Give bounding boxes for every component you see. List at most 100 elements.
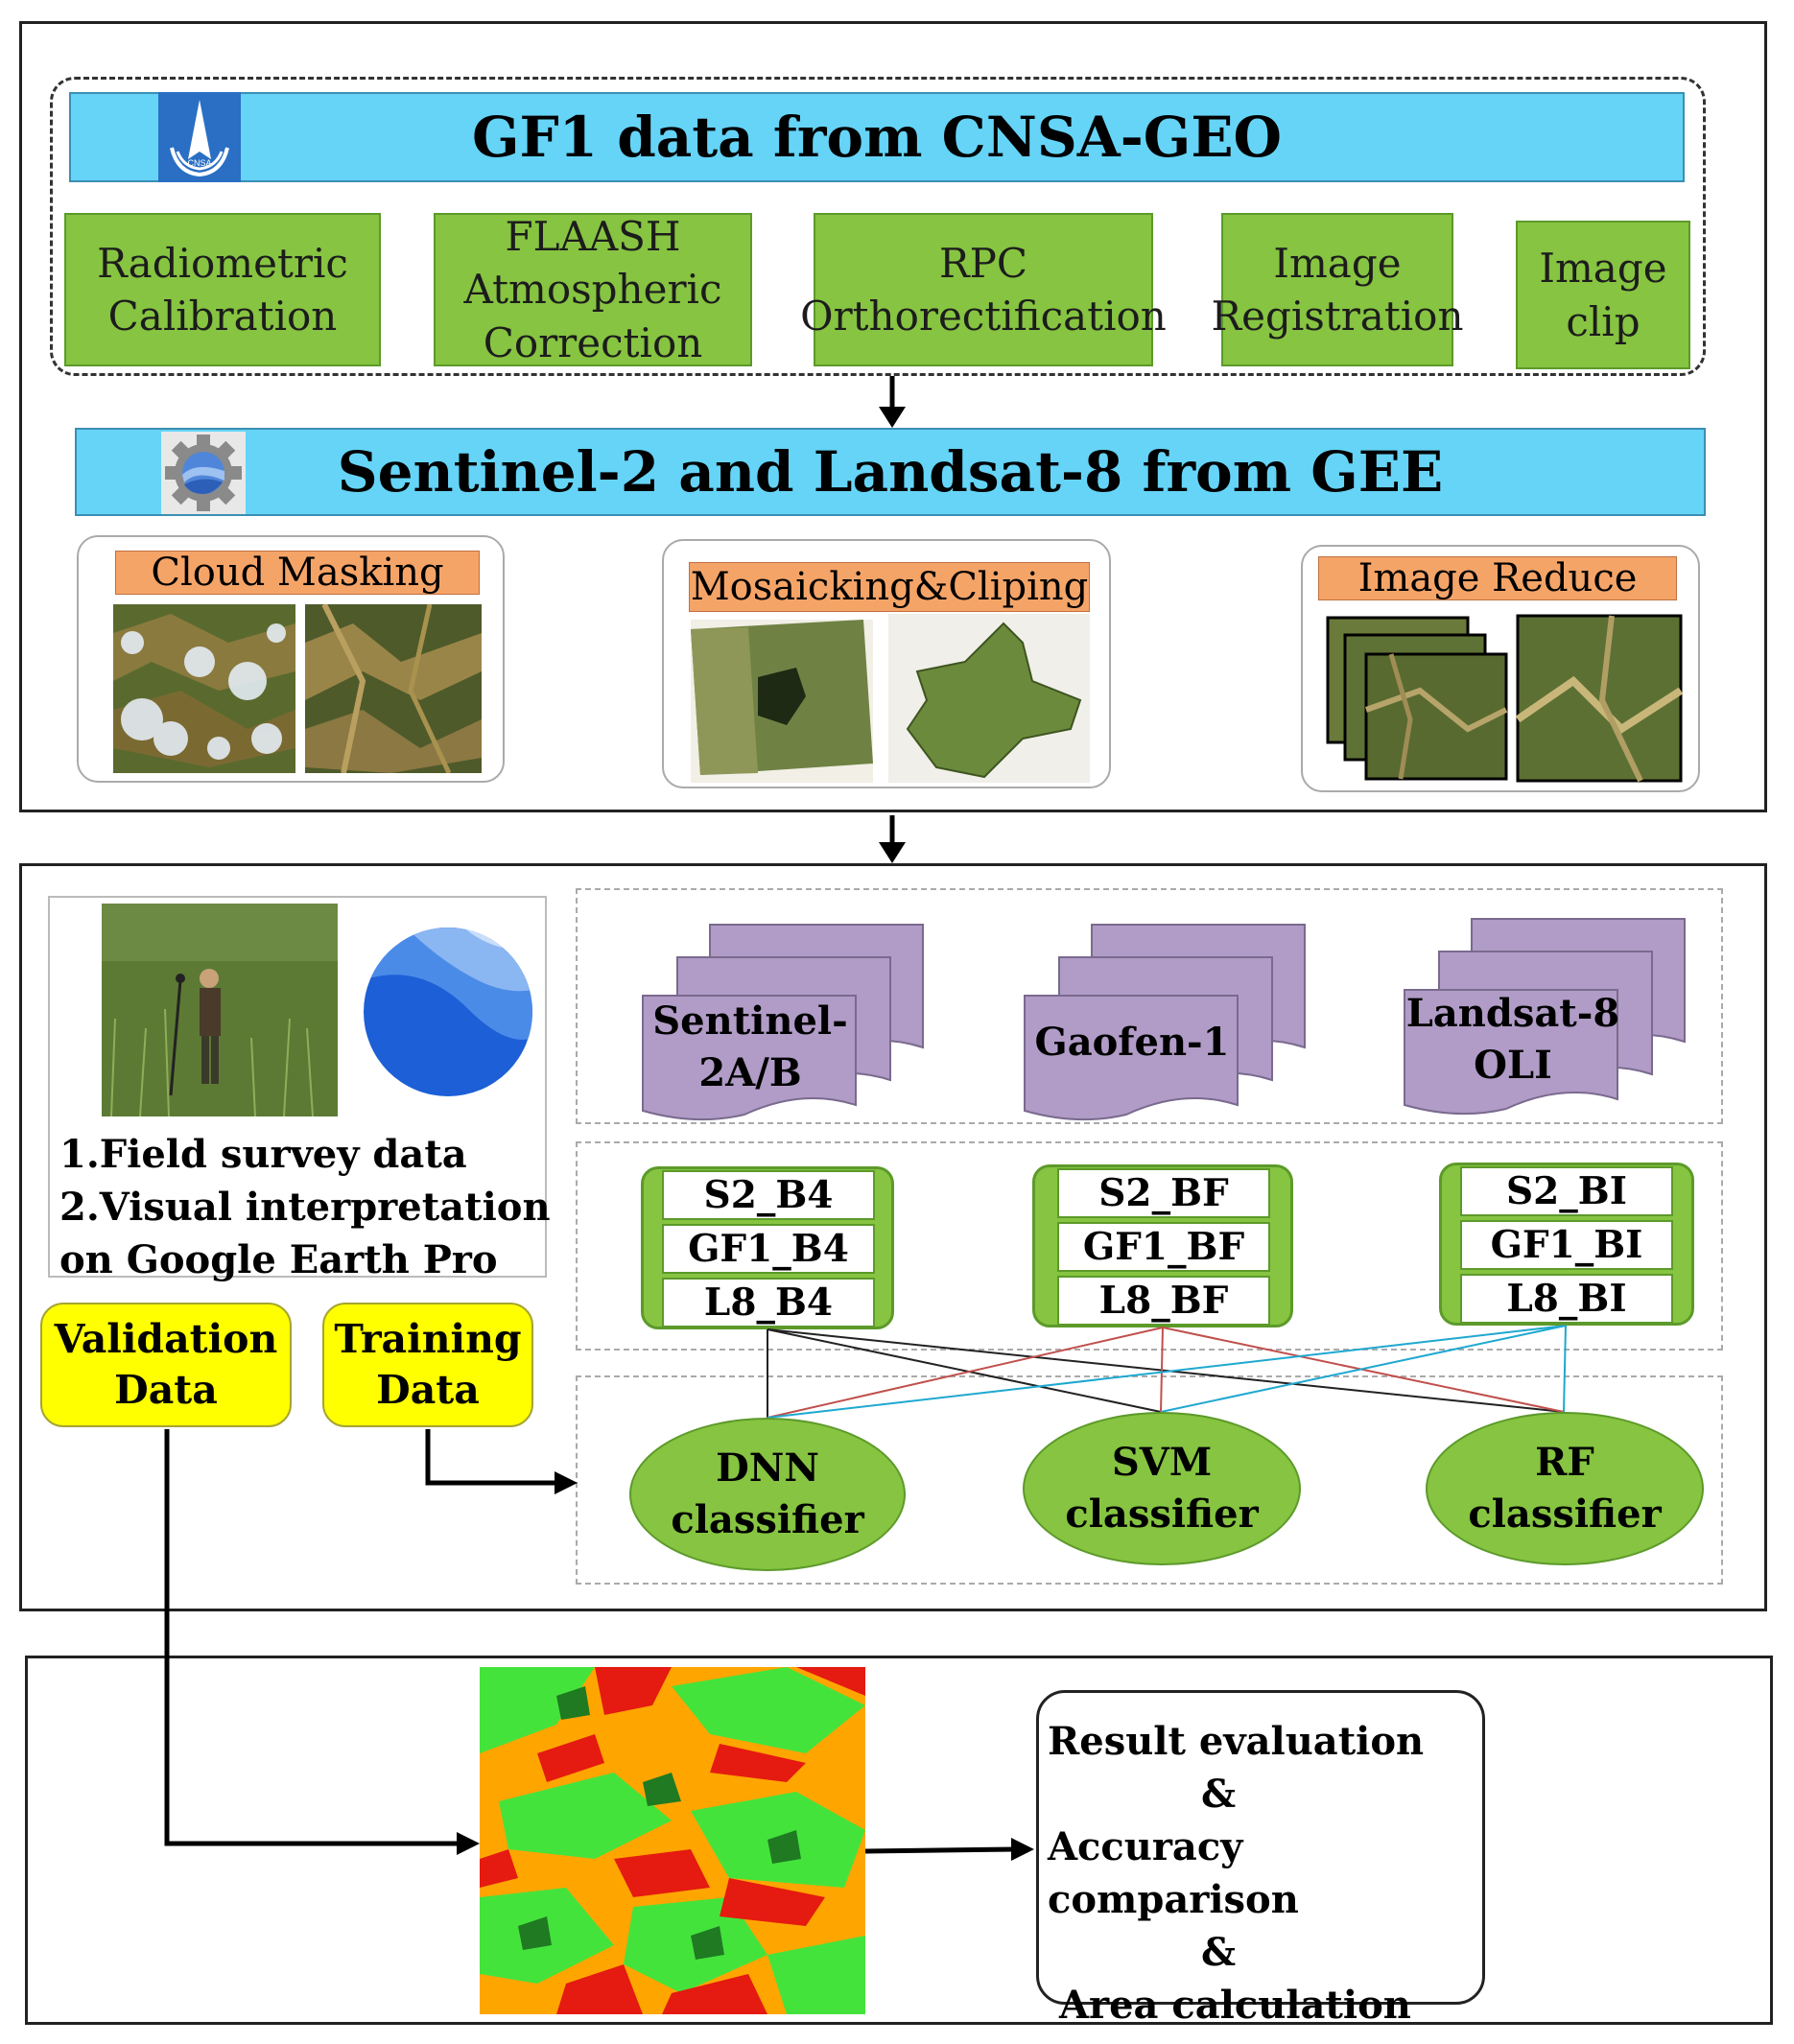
step-line: Radiometric bbox=[97, 239, 348, 287]
step-line: FLAASH bbox=[505, 212, 681, 260]
result-line: Area calculation bbox=[1059, 1983, 1411, 2028]
feature-text: L8_BI bbox=[1506, 1277, 1627, 1321]
step-flaash-atmospheric-correction: FLAASH Atmospheric Correction bbox=[434, 213, 752, 366]
feature-gf1-bi: GF1_BI bbox=[1460, 1220, 1673, 1270]
feature-gf1-bf: GF1_BF bbox=[1057, 1222, 1270, 1272]
clipped-region-thumbnail bbox=[888, 614, 1090, 783]
arrow-down-2 bbox=[879, 815, 906, 863]
training-arrow bbox=[425, 1429, 558, 1486]
step-line: Orthorectification bbox=[800, 293, 1167, 340]
feature-s2-bf: S2_BF bbox=[1057, 1168, 1270, 1218]
link-bf-svm bbox=[1160, 1327, 1164, 1413]
gaofen-doc-stack-icon bbox=[1024, 924, 1306, 1121]
step-line: Registration bbox=[1211, 293, 1464, 340]
feature-text: S2_B4 bbox=[703, 1173, 834, 1217]
result-line: & bbox=[1201, 1930, 1237, 1975]
step-line: Image bbox=[1273, 239, 1402, 287]
result-arrow bbox=[864, 1846, 1016, 1854]
gaofen-label: Gaofen-1 bbox=[1025, 1009, 1239, 1076]
link-b4-svm bbox=[767, 1328, 1162, 1413]
image-reduce-text: Image Reduce bbox=[1357, 556, 1638, 600]
survey-line: on Google Earth Pro bbox=[59, 1237, 498, 1282]
validation-arrowhead bbox=[457, 1832, 480, 1855]
classifier-line: RF bbox=[1535, 1440, 1594, 1485]
validation-data-box: Validation Data bbox=[40, 1303, 292, 1427]
link-bf-dnn bbox=[767, 1327, 1164, 1419]
reduced-image-thumbnail bbox=[1516, 614, 1683, 783]
gee-gear-icon bbox=[161, 432, 246, 514]
step-image-registration: Image Registration bbox=[1212, 213, 1464, 366]
feature-text: GF1_BI bbox=[1490, 1223, 1643, 1267]
gee-header: Sentinel-2 and Landsat-8 from GEE bbox=[75, 428, 1706, 516]
validation-line: Data bbox=[114, 1367, 218, 1413]
link-bi-dnn bbox=[767, 1325, 1567, 1419]
feature-l8-bi: L8_BI bbox=[1460, 1274, 1673, 1324]
landsat-doc-stack-icon bbox=[1404, 918, 1686, 1116]
classifier-line: SVM bbox=[1111, 1440, 1213, 1485]
result-line: Result evaluation bbox=[1048, 1719, 1425, 1764]
feature-gf1-b4: GF1_B4 bbox=[662, 1224, 875, 1274]
cloud-free-image-thumbnail bbox=[305, 604, 482, 773]
training-arrowhead bbox=[555, 1471, 578, 1494]
link-bi-rf bbox=[1563, 1325, 1567, 1413]
feature-text: L8_B4 bbox=[703, 1280, 834, 1325]
mosaicking-label: Mosaicking&Cliping bbox=[689, 562, 1090, 612]
link-b4-rf bbox=[767, 1328, 1565, 1413]
feature-text: GF1_BF bbox=[1082, 1225, 1245, 1269]
classification-result-map bbox=[480, 1667, 865, 2014]
validation-arrow bbox=[164, 1429, 460, 1846]
source-line: OLI bbox=[1474, 1043, 1552, 1088]
gf1-header: GF1 data from CNSA-GEO bbox=[69, 92, 1685, 182]
training-data-box: Training Data bbox=[322, 1303, 533, 1427]
source-line: Landsat-8 bbox=[1405, 991, 1620, 1036]
classifier-line: DNN bbox=[716, 1445, 819, 1491]
source-line: Gaofen-1 bbox=[1034, 1020, 1230, 1065]
training-line: Training bbox=[334, 1315, 522, 1362]
step-rpc-orthorectification: RPC Orthorectification bbox=[800, 213, 1167, 366]
cloud-masking-label: Cloud Masking bbox=[115, 551, 480, 595]
classifier-line: classifier bbox=[671, 1497, 864, 1542]
validation-line: Validation bbox=[54, 1315, 278, 1362]
field-survey-photo bbox=[102, 904, 338, 1116]
step-line: Correction bbox=[483, 318, 703, 366]
link-bi-svm bbox=[1160, 1325, 1567, 1413]
result-evaluation-box bbox=[1036, 1690, 1485, 2005]
feature-l8-bf: L8_BF bbox=[1057, 1276, 1270, 1326]
feature-s2-bi: S2_BI bbox=[1460, 1166, 1673, 1216]
sentinel-doc-stack-icon bbox=[642, 924, 924, 1121]
feature-l8-b4: L8_B4 bbox=[662, 1278, 875, 1327]
gee-header-text: Sentinel-2 and Landsat-8 from GEE bbox=[337, 439, 1444, 505]
sentinel-label: Sentinel- 2A/B bbox=[643, 990, 858, 1105]
result-evaluation-text: Result evaluation & Accuracy comparison … bbox=[1048, 1715, 1470, 2032]
classifier-line: classifier bbox=[1065, 1492, 1259, 1537]
cloud-masking-text: Cloud Masking bbox=[151, 551, 444, 595]
survey-line: 2.Visual interpretation bbox=[59, 1185, 551, 1230]
image-stack-thumbnail bbox=[1326, 616, 1508, 781]
survey-text: 1.Field survey data 2.Visual interpretat… bbox=[59, 1128, 551, 1286]
feature-set-group bbox=[576, 1141, 1723, 1351]
google-earth-logo-icon bbox=[363, 923, 533, 1101]
cloudy-image-thumbnail bbox=[113, 604, 295, 773]
svm-classifier: SVM classifier bbox=[1023, 1412, 1301, 1565]
svg-text:CNSA: CNSA bbox=[187, 158, 211, 168]
step-line: Image bbox=[1539, 245, 1667, 293]
arrow-down-1 bbox=[879, 376, 906, 428]
cnsa-logo-icon: CNSA bbox=[158, 92, 241, 182]
source-line: Sentinel- bbox=[652, 999, 848, 1044]
landsat-label: Landsat-8 OLI bbox=[1405, 982, 1621, 1097]
gf1-preprocessing-group bbox=[50, 77, 1706, 376]
feature-text: GF1_B4 bbox=[688, 1227, 849, 1271]
feature-text: S2_BF bbox=[1098, 1171, 1229, 1215]
step-line: clip bbox=[1566, 297, 1641, 345]
survey-line: 1.Field survey data bbox=[59, 1132, 467, 1177]
step-line: Atmospheric bbox=[463, 266, 722, 314]
training-line: Data bbox=[376, 1367, 480, 1413]
feature-text: S2_BI bbox=[1505, 1169, 1627, 1213]
source-line: 2A/B bbox=[698, 1050, 802, 1095]
source-data-group bbox=[576, 888, 1723, 1124]
gf1-header-text: GF1 data from CNSA-GEO bbox=[471, 105, 1283, 170]
feature-text: L8_BF bbox=[1098, 1279, 1229, 1323]
result-line: & bbox=[1201, 1772, 1237, 1817]
